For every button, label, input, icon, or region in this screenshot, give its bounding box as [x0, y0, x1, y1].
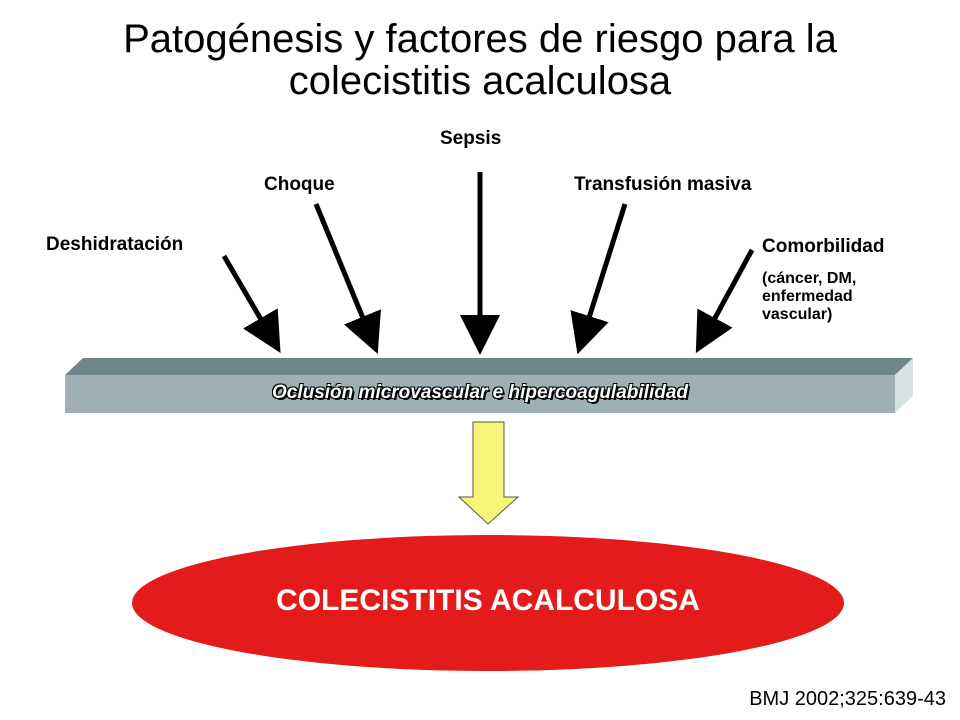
citation: BMJ 2002;325:639-43 — [749, 688, 946, 710]
comorbilidad-detail-line-3: vascular) — [762, 306, 833, 323]
bar-top-face — [65, 358, 913, 375]
title-line-1: Patogénesis y factores de riesgo para la — [123, 17, 837, 61]
result-label: COLECISTITIS ACALCULOSA — [276, 584, 700, 617]
factor-comorbilidad-detail: (cáncer, DM, enfermedad vascular) — [762, 270, 856, 324]
arrow-transfusion — [570, 203, 628, 355]
arrow-choque — [313, 203, 381, 354]
arrow-deshidratacion — [221, 254, 281, 353]
factor-deshidratacion: Deshidratación — [46, 234, 184, 255]
factor-sepsis: Sepsis — [440, 128, 502, 149]
mechanism-label: Oclusión microvascular e hipercoagulabil… — [271, 382, 688, 403]
arrow-comorbilidad — [695, 248, 755, 354]
down-arrow — [457, 421, 520, 525]
factor-comorbilidad: Comorbilidad — [762, 236, 885, 257]
result-ellipse — [132, 535, 844, 671]
factor-transfusion: Transfusión masiva — [574, 174, 752, 195]
comorbilidad-detail-line-1: (cáncer, DM, — [762, 270, 857, 287]
factor-choque: Choque — [264, 174, 335, 195]
mechanism-bar — [65, 375, 895, 413]
page-title: Patogénesis y factores de riesgo para la… — [0, 18, 960, 102]
bar-side-face — [895, 358, 913, 413]
comorbilidad-detail-line-2: enfermedad — [762, 288, 853, 305]
title-line-2: colecistitis acalculosa — [288, 59, 672, 103]
